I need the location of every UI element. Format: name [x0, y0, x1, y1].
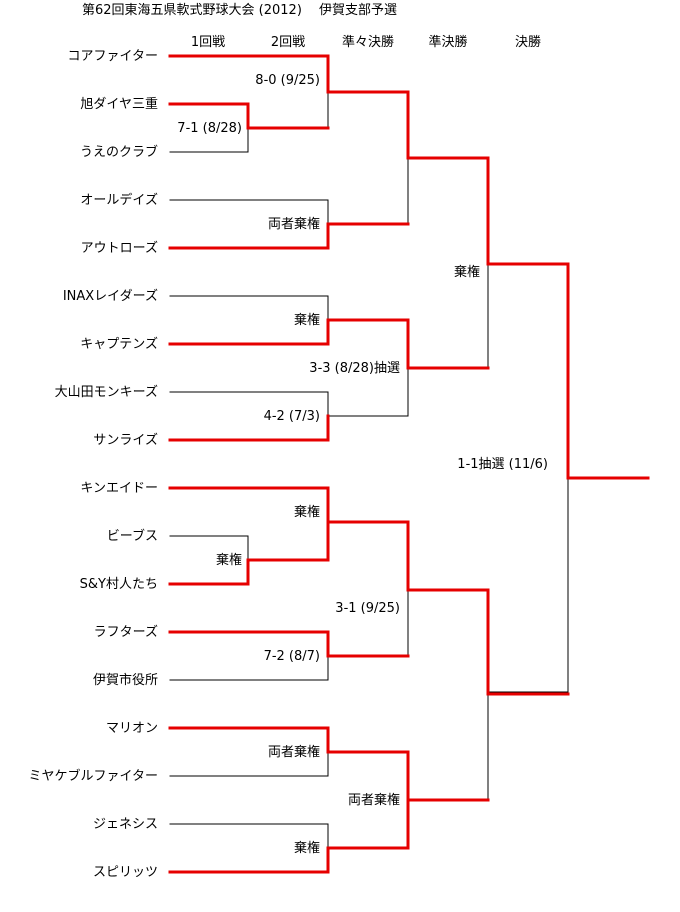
winner-path [168, 798, 410, 874]
match-result: 両者棄権 [268, 216, 320, 232]
winner-path [168, 414, 330, 442]
team-name: マリオン [106, 721, 158, 736]
team-name: 旭ダイヤ三重 [80, 96, 158, 112]
bracket-line [407, 691, 489, 801]
match-result: 3-3 (8/28)抽選 [309, 361, 400, 376]
round-header-final: 決勝 [515, 35, 541, 50]
bracket-line [327, 91, 409, 225]
match-result: 7-1 (8/28) [177, 121, 242, 136]
team-name: スピリッツ [93, 865, 158, 880]
round-header-semifinal: 準決勝 [428, 34, 467, 50]
winner-path [168, 726, 490, 802]
match-result: 8-0 (9/25) [255, 73, 320, 88]
bracket-line [169, 823, 329, 849]
match-result: 7-2 (8/7) [264, 649, 320, 664]
team-name: INAXレイダーズ [63, 288, 158, 304]
bracket-line [169, 295, 329, 321]
bracket-line [169, 391, 329, 417]
match-result: 両者棄権 [268, 744, 320, 760]
bracket-line [327, 583, 409, 657]
winner-path [168, 54, 650, 480]
team-name: うえのクラブ [80, 144, 158, 160]
winner-path [168, 318, 490, 370]
winner-path [168, 630, 410, 658]
bracket-line [327, 367, 409, 417]
team-name: ジェネシス [93, 817, 158, 832]
bracket-title: 第62回東海五県軟式野球大会 (2012) 伊賀支部予選 [82, 2, 397, 18]
team-name: 伊賀市役所 [93, 672, 158, 688]
team-name: コアファイター [68, 49, 158, 64]
round-header-2: 2回戦 [271, 35, 305, 50]
team-name: キンエイドー [80, 481, 158, 496]
team-name: ラフターズ [94, 624, 158, 640]
team-name: サンライズ [93, 432, 158, 448]
team-name: キャプテンズ [80, 336, 158, 352]
winner-path [168, 222, 410, 250]
bracket-line [169, 751, 329, 777]
team-name: ミヤケブルファイター [29, 768, 158, 784]
match-result: 1-1抽選 (11/6) [457, 457, 548, 472]
match-result: 棄権 [294, 312, 320, 328]
match-result: 両者棄権 [348, 792, 400, 808]
bracket-line [487, 479, 569, 693]
match-result: 棄権 [294, 504, 320, 520]
winner-path [168, 486, 570, 696]
match-result: 棄権 [454, 264, 480, 280]
winner-path [168, 102, 330, 130]
team-name: ビーブス [107, 528, 158, 544]
team-name: オールデイズ [80, 192, 158, 208]
round-header-1: 1回戦 [191, 35, 225, 50]
match-result: 3-1 (9/25) [335, 601, 400, 616]
bracket-line [247, 55, 329, 129]
round-header-quarterfinal: 準々決勝 [342, 34, 394, 50]
team-name: 大山田モンキーズ [55, 384, 158, 400]
team-name: アウトローズ [81, 240, 158, 256]
match-result: 棄権 [294, 840, 320, 856]
winner-path [168, 520, 330, 586]
match-result: 4-2 (7/3) [264, 409, 320, 424]
team-name: S&Y村人たち [80, 577, 158, 592]
match-result: 棄権 [216, 552, 242, 568]
